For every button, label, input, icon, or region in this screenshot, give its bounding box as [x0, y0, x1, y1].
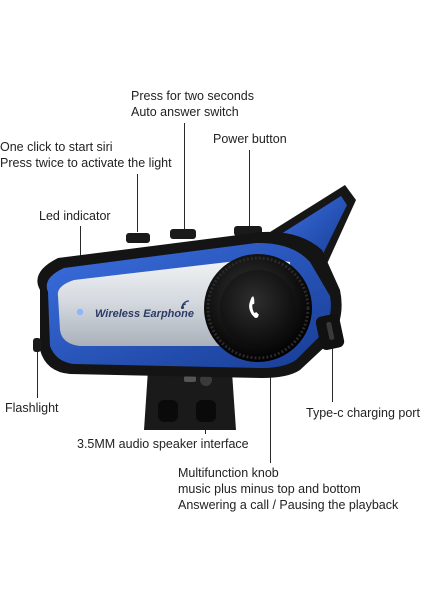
label-flashlight: Flashlight: [5, 401, 59, 415]
label-led-indicator: Led indicator: [39, 209, 111, 223]
label-typec-port: Type-c charging port: [306, 406, 420, 420]
label-press-two-seconds: Press for two seconds: [131, 89, 254, 103]
label-power-button: Power button: [213, 132, 287, 146]
phone-icon: [249, 296, 259, 319]
multifunction-knob[interactable]: [204, 254, 312, 362]
label-auto-answer: Auto answer switch: [131, 105, 239, 119]
label-one-click-siri: One click to start siri: [0, 140, 113, 154]
leader-line-siri: [137, 174, 138, 232]
answer-button[interactable]: [170, 229, 196, 239]
label-knob-line2: music plus minus top and bottom: [178, 482, 361, 496]
siri-button[interactable]: [126, 233, 150, 243]
leader-line-power: [249, 150, 250, 228]
wifi-signal-icon: [180, 300, 190, 310]
led-indicator: [76, 308, 84, 316]
leader-line-flashlight: [37, 346, 38, 398]
flashlight: [33, 338, 41, 352]
audio-jack[interactable]: [200, 374, 212, 386]
leader-line-two-seconds: [184, 123, 185, 230]
label-knob-title: Multifunction knob: [178, 466, 279, 480]
brand-text: Wireless Earphone: [95, 308, 194, 320]
label-press-twice-light: Press twice to activate the light: [0, 156, 172, 170]
leader-line-typec: [332, 340, 333, 402]
leader-line-knob: [270, 338, 271, 463]
label-audio-interface: 3.5MM audio speaker interface: [77, 437, 249, 451]
label-knob-line3: Answering a call / Pausing the playback: [178, 498, 399, 512]
